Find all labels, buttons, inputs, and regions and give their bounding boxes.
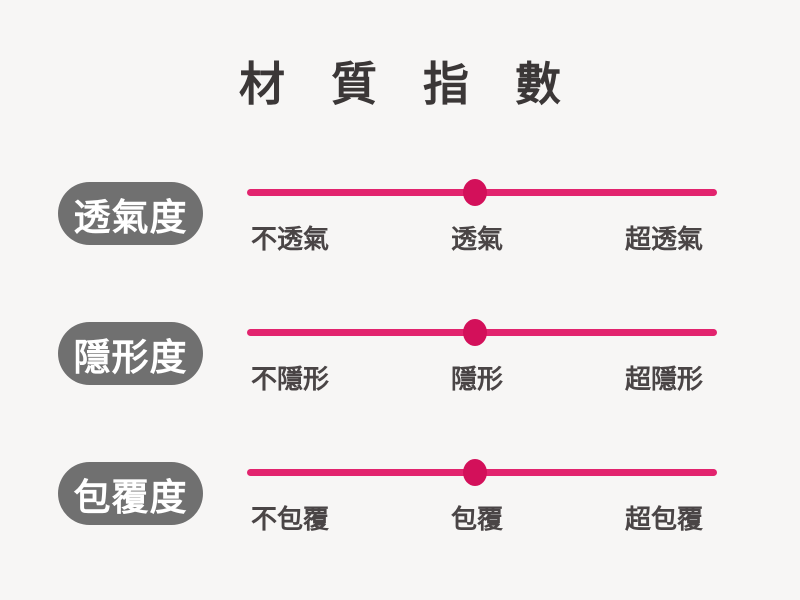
category-pill-breathability: 透氣度 <box>58 182 203 245</box>
slider-marker-dot <box>462 459 487 486</box>
scale-label-mid: 透氣 <box>450 224 503 254</box>
scale-label-low: 不透氣 <box>251 224 330 254</box>
scale-label-high: 超隱形 <box>624 364 703 394</box>
scale-labels: 不隱形 隱形 超隱形 <box>251 359 703 396</box>
scale-label-low: 不包覆 <box>251 504 330 534</box>
scale-label-high: 超包覆 <box>624 504 703 534</box>
slider-marker-dot <box>462 179 487 206</box>
category-pill-label: 隱形度 <box>73 336 188 378</box>
scale-label-high: 超透氣 <box>624 224 703 254</box>
category-pill-label: 包覆度 <box>73 476 188 518</box>
slider-track <box>247 459 717 486</box>
category-pill-invisibility: 隱形度 <box>58 322 203 385</box>
scale-label-low: 不隱形 <box>251 364 330 394</box>
category-pill-coverage: 包覆度 <box>58 462 203 525</box>
page-title: 材質指數 <box>239 58 607 110</box>
scale-label-mid: 隱形 <box>450 364 503 394</box>
category-pill-label: 透氣度 <box>73 196 188 238</box>
slider-track <box>247 179 717 206</box>
slider-marker-dot <box>462 319 487 346</box>
scale-labels: 不包覆 包覆 超包覆 <box>251 499 703 536</box>
scale-labels: 不透氣 透氣 超透氣 <box>251 219 703 256</box>
scale-label-mid: 包覆 <box>450 504 503 534</box>
slider-track <box>247 319 717 346</box>
